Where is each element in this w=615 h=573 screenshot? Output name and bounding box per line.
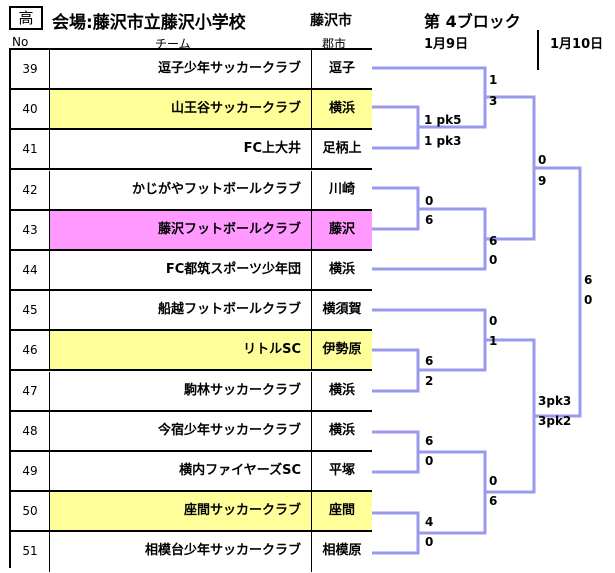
bracket-line [534,166,582,418]
team-name: 座間サッカークラブ [50,492,312,531]
team-number: 42 [11,170,50,209]
bracket-line [372,430,420,474]
team-number: 51 [11,532,50,573]
team-number: 43 [11,210,50,249]
score-label: 6 [425,434,434,448]
team-name: 藤沢フットボールクラブ [50,210,312,249]
score-label: 6 [489,234,498,248]
venue-title: 会場:藤沢市立藤沢小学校 [52,13,246,33]
score-label: 0 [425,535,434,549]
team-city: 平塚 [328,463,355,478]
score-label: 6 [425,354,434,368]
bracket-lines [372,66,582,555]
team-city: 川崎 [328,181,355,197]
score-label: 3pk3 [538,394,572,408]
date-divider [537,30,539,70]
team-name: FC都筑スポーツ少年団 [50,251,312,289]
team-name: リトルSC [50,331,312,370]
score-label: 1 [489,73,498,87]
team-name: かじがやフットボールクラブ [50,170,312,209]
team-number: 44 [11,251,50,289]
team-city: 藤沢 [312,210,372,249]
team-city: 横浜 [328,262,355,277]
score-label: 9 [538,174,547,188]
column-header-team: チーム [155,37,191,51]
team-number: 41 [11,130,50,169]
host-city: 藤沢市 [310,13,352,29]
date-day1: 1月9日 [424,37,469,52]
team-name: 横内ファイヤーズSC [50,452,312,490]
team-city: 相模原 [322,543,362,559]
date-day2: 1月10日 [550,37,604,52]
bracket-line [485,338,536,494]
column-header-no: No [12,35,29,49]
bracket-line [372,511,420,555]
team-city: 座間 [312,492,372,531]
team-number: 47 [11,371,50,410]
team-city: 伊勢原 [312,331,372,370]
level-badge: 高 [9,6,43,30]
score-label: 0 [489,253,498,267]
team-name: FC上大井 [50,130,312,169]
team-number: 50 [11,492,50,531]
score-label: 1 pk5 [424,113,462,127]
block-label: 第 4ブロック [424,12,521,31]
team-name: 相模台少年サッカークラブ [50,532,312,573]
team-city: 足柄上 [322,141,362,157]
score-label: 0 [425,454,434,468]
score-label: 0 [538,153,547,167]
bracket-line [372,348,420,393]
score-label: 0 [425,194,434,208]
team-name: 逗子少年サッカークラブ [50,50,312,88]
score-label: 4 [425,515,434,529]
score-label: 1 [489,334,498,348]
bracket-line [372,186,420,231]
column-header-city: 郡市 [322,37,347,51]
team-number: 40 [11,90,50,129]
team-city: 逗子 [328,61,355,76]
team-number: 45 [11,291,50,330]
score-label: 6 [425,213,434,227]
team-name: 船越フットボールクラブ [50,291,312,330]
team-name: 山王谷サッカークラブ [50,90,312,129]
team-name: 駒林サッカークラブ [50,371,312,410]
team-number: 39 [11,50,50,88]
team-number: 49 [11,452,50,490]
team-city: 横須賀 [322,302,362,318]
team-number: 48 [11,411,50,450]
team-number: 46 [11,331,50,370]
bracket-line [372,105,420,150]
bracket-line [485,95,536,241]
team-city: 横浜 [328,382,355,398]
score-label: 0 [489,474,498,488]
team-city: 横浜 [328,422,355,438]
team-city: 横浜 [312,90,372,129]
score-label: 6 [584,273,593,287]
score-label: 0 [489,314,498,328]
score-label: 2 [425,374,434,388]
score-label: 0 [584,293,593,307]
team-name: 今宿少年サッカークラブ [50,411,312,450]
score-label: 3 [489,94,498,108]
score-label: 3pk2 [538,414,572,428]
score-label: 6 [489,494,498,508]
score-label: 1 pk3 [424,134,462,148]
